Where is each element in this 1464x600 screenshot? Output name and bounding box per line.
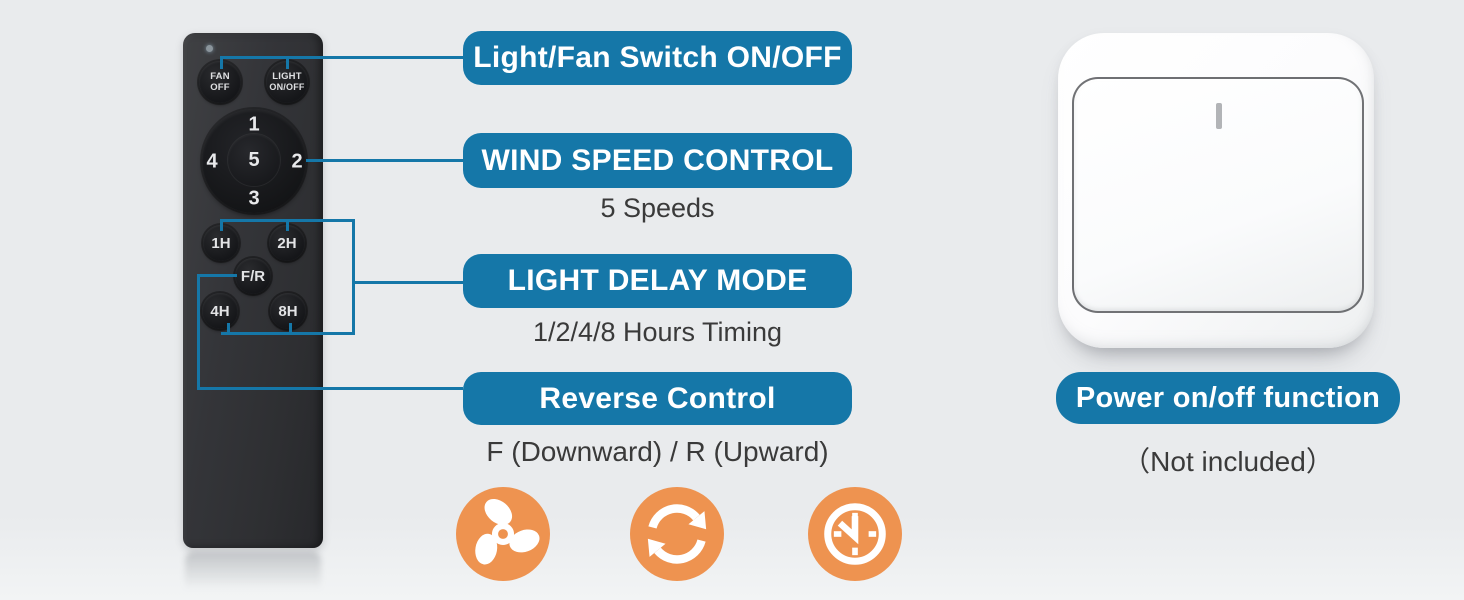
timer-2h-label: 2H — [277, 234, 297, 252]
reverse-fr-label: F/R — [240, 267, 266, 285]
wall-switch — [1058, 33, 1374, 348]
speed-dpad: 1 2 3 4 5 — [202, 109, 306, 213]
timer-2h-button: 2H — [269, 225, 305, 261]
feature-cycle-badge — [630, 487, 724, 581]
line-delay-tick-4h — [227, 323, 230, 335]
callout-title-wind-speed: WIND SPEED CONTROL — [481, 143, 834, 177]
timer-8h-label: 8H — [278, 302, 298, 320]
speed-1-button: 1 — [248, 113, 260, 136]
fan-off-label-line2: OFF — [210, 82, 230, 93]
timer-clock-icon — [824, 503, 886, 565]
callout-banner-light-delay: LIGHT DELAY MODE — [463, 254, 852, 308]
line-delay-tick-2h — [286, 219, 289, 231]
speed-2-button: 2 — [291, 150, 303, 173]
timer-4h-label: 4H — [210, 302, 230, 320]
line-delay-tick-1h — [220, 219, 223, 231]
callout-subtitle-reverse: F (Downward) / R (Upward) — [486, 436, 829, 467]
timer-4h-button: 4H — [202, 293, 238, 329]
line-delay-stub — [352, 281, 463, 284]
line-lightfan-horizontal — [220, 56, 463, 59]
line-delay-bottom — [221, 332, 355, 335]
callout-banner-light-fan: Light/Fan Switch ON/OFF — [463, 31, 852, 85]
feature-fan-badge — [456, 487, 550, 581]
callout-banner-wind-speed: WIND SPEED CONTROL — [463, 133, 852, 188]
timer-1h-button: 1H — [203, 225, 239, 261]
line-reverse-to-button — [197, 274, 237, 277]
remote-control: FAN OFF LIGHT ON/OFF 1 2 3 4 5 1H 2H F/R… — [183, 33, 323, 548]
power-function-label: Power on/off function — [1075, 381, 1381, 414]
speed-5-label: 5 — [248, 148, 260, 171]
callout-title-light-delay: LIGHT DELAY MODE — [507, 264, 808, 297]
wall-switch-rocker — [1072, 77, 1364, 313]
line-lightfan-tick-fan — [220, 56, 223, 69]
callout-subtitle-timing: 1/2/4/8 Hours Timing — [532, 317, 783, 347]
line-reverse-vertical — [197, 274, 200, 390]
callout-banner-reverse: Reverse Control — [463, 372, 852, 425]
led-indicator — [206, 45, 213, 52]
line-delay-vertical — [352, 219, 355, 335]
line-delay-tick-8h — [289, 323, 292, 335]
fan-off-label-line1: FAN — [210, 71, 230, 82]
cycle-arrows-icon — [647, 504, 707, 564]
remote-reflection — [185, 552, 321, 596]
rocker-on-mark — [1216, 103, 1222, 129]
line-lightfan-tick-light — [286, 56, 289, 69]
line-reverse-horizontal — [197, 387, 463, 390]
feature-timer-badge — [808, 487, 902, 581]
power-function-banner: Power on/off function — [1056, 372, 1400, 424]
line-windspeed-horizontal — [306, 159, 463, 162]
speed-3-button: 3 — [248, 187, 260, 210]
speed-4-button: 4 — [206, 150, 218, 173]
light-label-line1: LIGHT — [272, 71, 302, 82]
timer-1h-label: 1H — [211, 234, 231, 252]
light-on-off-button: LIGHT ON/OFF — [266, 61, 308, 103]
timer-8h-button: 8H — [270, 293, 306, 329]
callout-title-light-fan: Light/Fan Switch ON/OFF — [473, 41, 842, 74]
speed-5-button: 5 — [228, 134, 280, 186]
not-included-note: （Not included） — [1122, 446, 1334, 477]
fan-icon — [475, 498, 540, 565]
callout-subtitle-speeds: 5 Speeds — [600, 193, 715, 223]
light-label-line2: ON/OFF — [269, 82, 305, 92]
callout-title-reverse: Reverse Control — [539, 381, 776, 415]
reverse-fr-button: F/R — [235, 258, 271, 294]
